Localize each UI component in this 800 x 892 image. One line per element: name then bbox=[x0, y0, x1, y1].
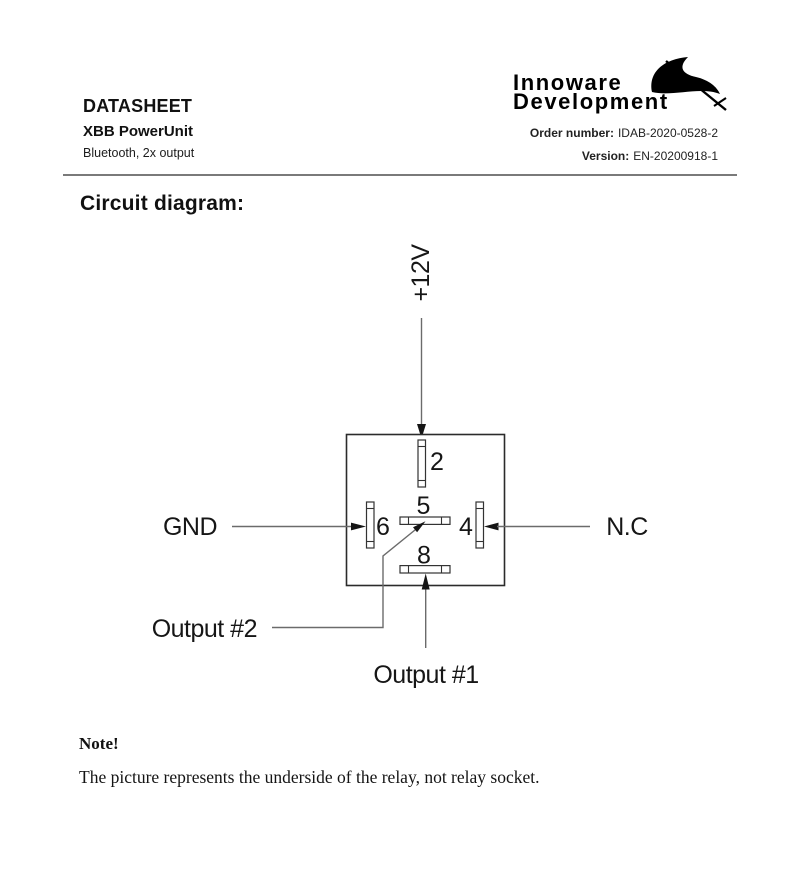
gnd-leader: GND bbox=[163, 513, 366, 541]
pin-4-label: 4 bbox=[459, 513, 473, 541]
note-title: Note! bbox=[79, 734, 119, 753]
pin-6: 6 bbox=[365, 501, 390, 549]
version-label: Version: bbox=[581, 149, 630, 163]
output1-leader: Output #1 bbox=[373, 573, 479, 689]
nc-arrowhead bbox=[484, 522, 499, 531]
pin-8-label: 8 bbox=[417, 542, 431, 570]
logo-line2: Development bbox=[513, 89, 669, 114]
gnd-label: GND bbox=[163, 513, 217, 541]
order-number-label: Order number: bbox=[529, 126, 614, 140]
product-name: XBB PowerUnit bbox=[83, 123, 194, 140]
pin-8: 8 bbox=[399, 542, 451, 574]
output2-leader: Output #2 bbox=[152, 521, 426, 643]
product-subtitle: Bluetooth, 2x output bbox=[83, 146, 195, 160]
company-logo: Innoware Development bbox=[513, 70, 669, 114]
logo-swoosh-icon bbox=[651, 57, 727, 111]
pin-5: 5 bbox=[399, 492, 451, 526]
gnd-arrowhead bbox=[351, 522, 366, 531]
pin-6-label: 6 bbox=[376, 513, 390, 541]
order-number-row: Order number:IDAB-2020-0528-2 bbox=[530, 126, 718, 140]
doc-type-title: DATASHEET bbox=[83, 96, 193, 116]
nc-leader: N.C bbox=[484, 513, 649, 541]
supply-arrowhead bbox=[417, 424, 426, 439]
version-value: EN-20200918-1 bbox=[633, 149, 718, 163]
section-title: Circuit diagram: bbox=[80, 192, 245, 215]
supply-leader: +12V bbox=[407, 244, 435, 439]
pin-4: 4 bbox=[459, 501, 485, 549]
note-body: The picture represents the underside of … bbox=[79, 767, 540, 787]
nc-label: N.C bbox=[606, 513, 648, 541]
order-number-value: IDAB-2020-0528-2 bbox=[617, 126, 718, 140]
supply-label: +12V bbox=[407, 244, 435, 302]
output2-arrowhead bbox=[413, 521, 426, 533]
pin-5-label: 5 bbox=[417, 492, 431, 520]
pin-2: 2 bbox=[417, 439, 444, 488]
logo-line1: Innoware bbox=[513, 70, 623, 95]
output1-arrowhead bbox=[421, 573, 430, 590]
version-row: Version:EN-20200918-1 bbox=[582, 149, 718, 163]
header-divider bbox=[63, 174, 737, 176]
output1-label: Output #1 bbox=[373, 661, 478, 689]
pin-2-label: 2 bbox=[430, 448, 444, 476]
output2-label: Output #2 bbox=[152, 615, 257, 643]
